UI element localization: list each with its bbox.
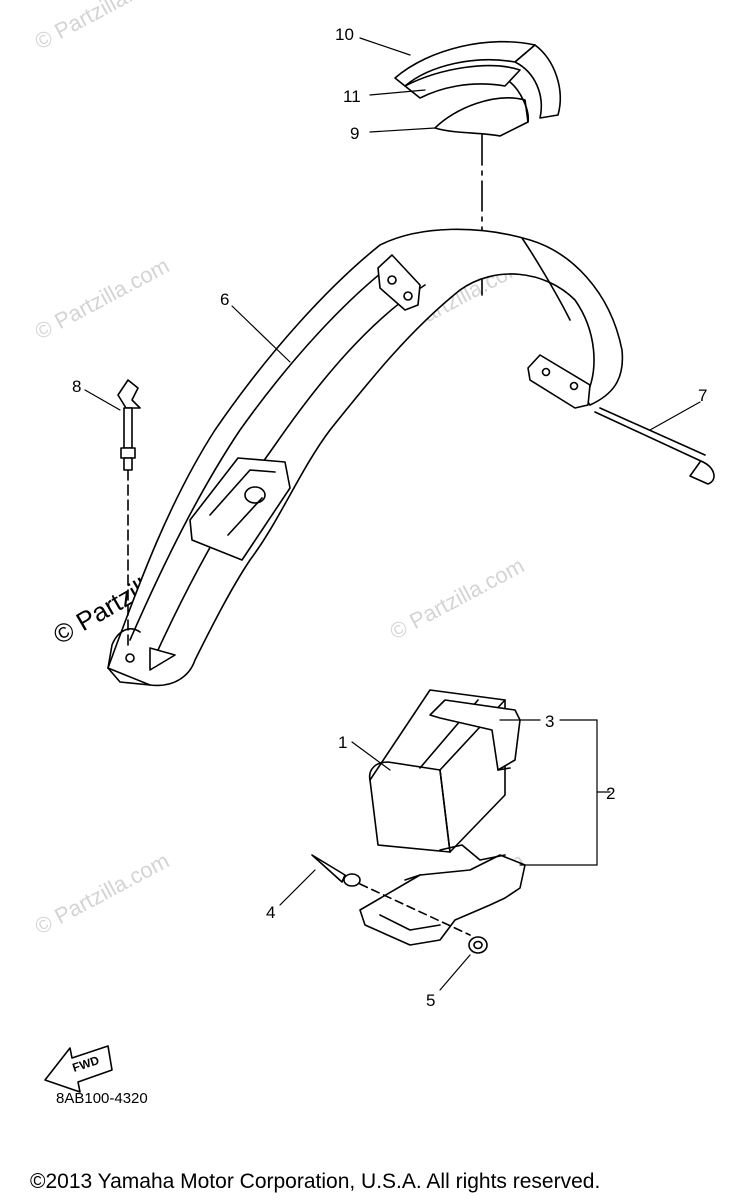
callout-6: 6 [220, 290, 229, 309]
leader-lines [84, 37, 701, 991]
watermark-text: © Partzilla.com [386, 553, 529, 645]
screw [311, 854, 471, 936]
callout-9: 9 [350, 124, 359, 143]
tool-case-bracket [359, 844, 526, 946]
fwd-direction-arrow: FWD [44, 1045, 113, 1093]
callout-8: 8 [72, 377, 81, 396]
callout-numbers: 10 11 9 6 8 7 1 3 2 4 5 [72, 25, 707, 1010]
watermark-text: © Partzilla.com [31, 253, 174, 345]
callout-5: 5 [426, 991, 435, 1010]
copyright-notice: ©2013 Yamaha Motor Corporation, U.S.A. A… [30, 1170, 601, 1193]
fender-pin [594, 407, 715, 485]
nut [468, 936, 488, 954]
callout-2: 2 [606, 784, 615, 803]
callout-7: 7 [698, 386, 707, 405]
drawing-code: 8AB100-4320 [56, 1090, 148, 1107]
callout-4: 4 [266, 903, 275, 922]
emblem-plates [394, 40, 562, 137]
callout-1: 1 [338, 733, 347, 752]
rear-fender [107, 228, 624, 687]
wing-bolt [117, 379, 141, 651]
callout-3: 3 [545, 712, 554, 731]
watermark-text: © Partzilla.com [31, 0, 174, 54]
watermark-text: © Partzilla.com [31, 848, 174, 940]
tool-case [368, 689, 521, 853]
callout-11: 11 [343, 87, 361, 106]
callout-10: 10 [335, 25, 354, 44]
